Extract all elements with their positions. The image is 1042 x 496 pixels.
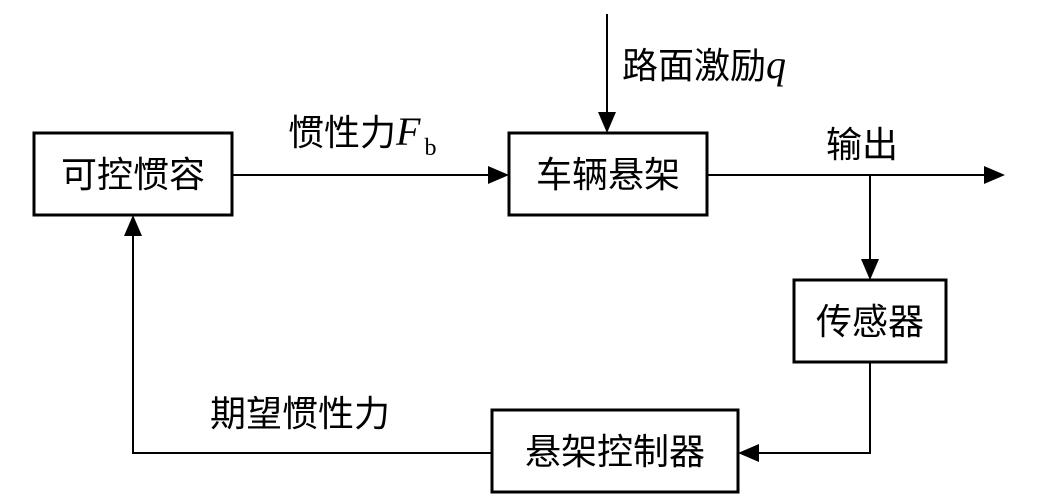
sensor-to-controller-arrowhead xyxy=(738,444,759,462)
suspension-controller-label: 悬架控制器 xyxy=(525,432,705,473)
suspension-controller-block: 悬架控制器 xyxy=(490,408,740,494)
controllable-inerter-block: 可控惯容 xyxy=(32,131,234,217)
sensor-branch-arrowhead xyxy=(861,259,879,280)
road-excitation-arrowhead xyxy=(598,112,616,133)
desired-inertial-force-label: 期望惯性力 xyxy=(210,394,390,435)
output-arrowhead xyxy=(984,166,1005,184)
svg-text:路面激励q: 路面激励q xyxy=(622,42,786,87)
output-label: 输出 xyxy=(826,125,898,166)
vehicle-suspension-label: 车辆悬架 xyxy=(536,155,680,196)
sensor-label: 传感器 xyxy=(816,302,924,343)
inertial-force-arrowhead xyxy=(488,166,509,184)
controllable-inerter-label: 可控惯容 xyxy=(61,155,205,196)
road-excitation-label: 路面激励q xyxy=(622,42,786,87)
vehicle-suspension-block: 车辆悬架 xyxy=(507,131,709,217)
sensor-block: 传感器 xyxy=(792,278,948,364)
feedback-arrowhead xyxy=(124,215,142,236)
feedback-line xyxy=(132,234,492,454)
sensor-to-controller-line xyxy=(757,362,871,454)
